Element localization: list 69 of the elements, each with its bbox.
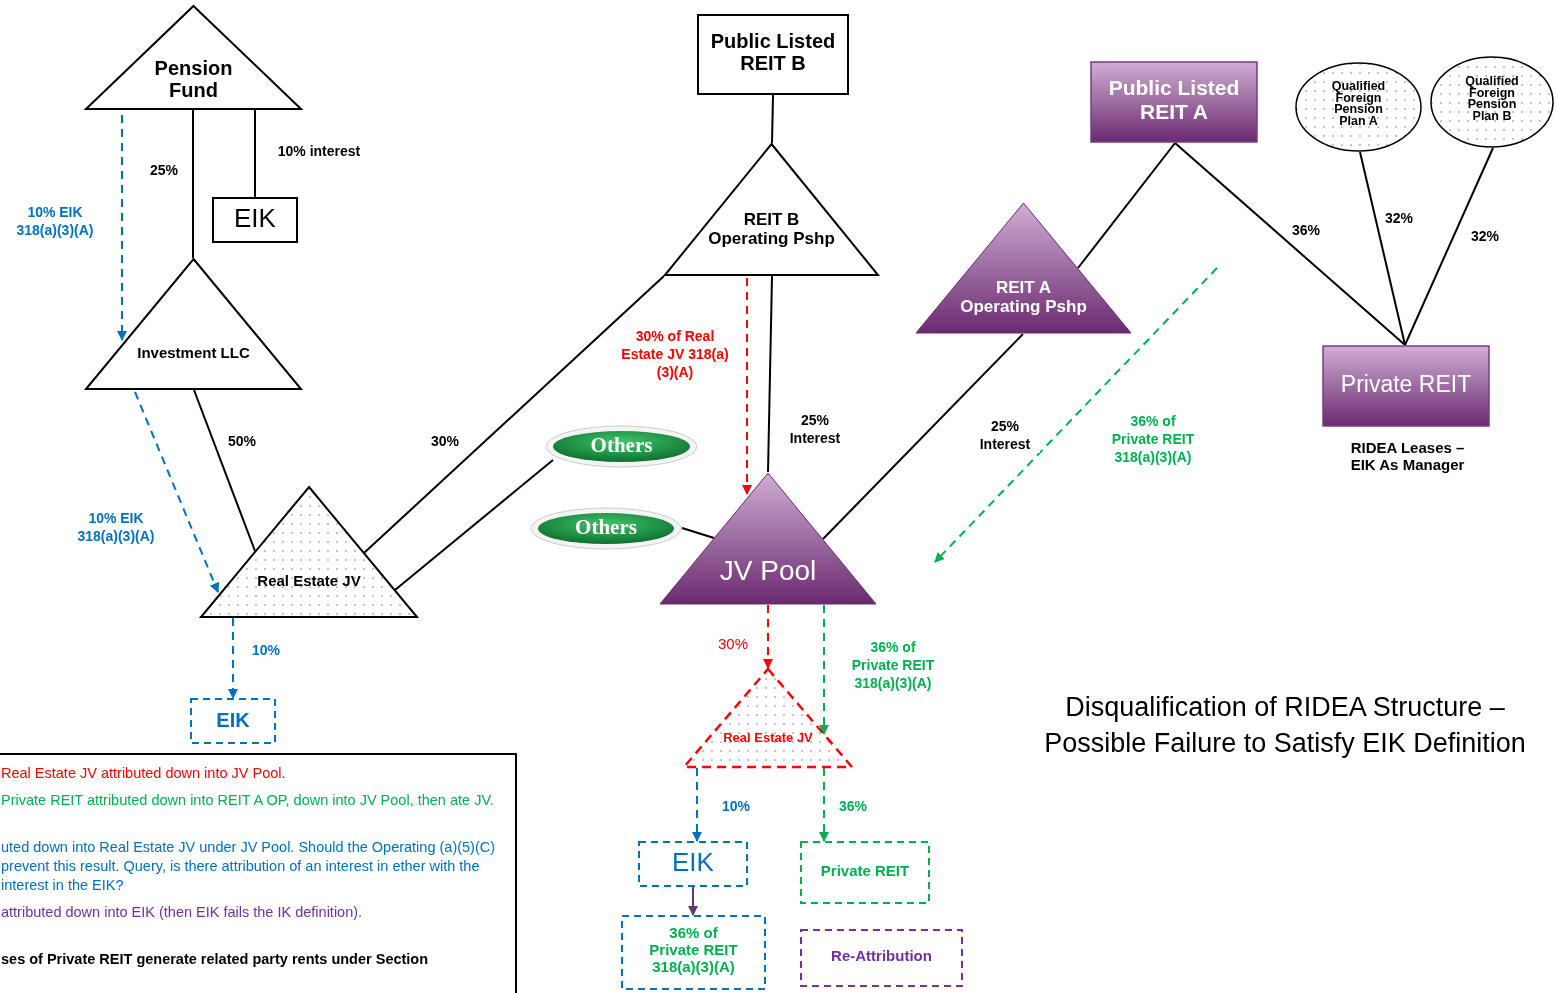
connector-line — [394, 459, 554, 591]
connector-line — [193, 389, 256, 552]
dashed-box — [621, 915, 766, 990]
triangle-shape — [200, 486, 418, 618]
arrow — [134, 391, 220, 593]
connector-line — [681, 527, 715, 539]
entity-box — [212, 197, 298, 243]
node-label: Pension Fund — [153, 57, 234, 102]
arrow — [117, 114, 127, 341]
node-label: EIK — [671, 848, 715, 878]
note-text: uted down into Real Estate JV under JV Pool. Should the Operating (a)(5)(C) prevent this result. Query, is there attribution of an interest in ether with the interest in the EIK? — [1, 838, 497, 895]
entity-box — [1090, 61, 1258, 143]
connector-line — [1174, 142, 1406, 346]
node-label: Others — [589, 434, 654, 458]
connector-line — [363, 275, 665, 554]
note-text: ses of Private REIT generate related party rents under Section — [1, 950, 430, 969]
node-label: REIT B Operating Pshp — [707, 210, 836, 249]
oval-shape — [1430, 56, 1554, 148]
entity-box — [697, 14, 849, 95]
connector-line — [771, 94, 774, 144]
triangle-shape — [915, 202, 1132, 334]
node-label: 36% of Private REIT 318(a)(3)(A) — [648, 925, 739, 976]
dashed-box — [800, 841, 930, 904]
node-label: Public Listed REIT B — [709, 30, 837, 75]
arrow — [688, 886, 698, 916]
node-label: EIK — [233, 204, 277, 234]
node-label: Investment LLC — [136, 345, 251, 362]
dashed-box — [800, 929, 963, 987]
arrow — [819, 604, 829, 735]
oval-shape — [545, 425, 698, 468]
node-label: Others — [574, 516, 638, 540]
node-label: Real Estate JV — [722, 731, 814, 746]
oval-shape — [530, 507, 682, 550]
entity-box — [1322, 345, 1490, 427]
note-text: Private REIT attributed down into REIT A OP, down into JV Pool, then ate JV. — [1, 791, 495, 810]
triangle-shape — [85, 5, 302, 110]
node-label: Qualified Foreign Pension Plan B — [1464, 76, 1520, 122]
connector-line — [1404, 147, 1494, 346]
node-label: EIK — [215, 709, 251, 732]
connector-line — [767, 275, 773, 473]
arrow — [692, 767, 702, 842]
node-label: Real Estate JV — [256, 573, 362, 590]
node-label: Re-Attribution — [830, 948, 933, 965]
connector-line — [822, 333, 1024, 540]
connector-line — [1359, 151, 1406, 346]
triangle-shape — [659, 472, 877, 605]
connector-line — [192, 109, 194, 259]
arrow — [763, 604, 773, 669]
connector-line — [1077, 142, 1176, 269]
node-caption: RIDEA Leases – EIK As Manager — [1349, 440, 1466, 474]
note-text: Real Estate JV attributed down into JV Pool. — [1, 764, 287, 783]
node-label: JV Pool — [718, 555, 818, 587]
diagram-title: Disqualification of RIDEA Structure – Possible Failure to Satisfy EIK Definition — [1043, 691, 1527, 760]
oval-shape — [1295, 62, 1422, 152]
arrow — [819, 767, 829, 842]
node-label: Public Listed REIT A — [1107, 76, 1241, 124]
note-text: attributed down into EIK (then EIK fails the IK definition). — [1, 903, 364, 922]
triangle-shape — [683, 668, 853, 768]
triangle-shape — [664, 143, 879, 276]
connector-line — [254, 109, 256, 198]
node-label: Private REIT — [1339, 372, 1473, 398]
dashed-box — [190, 698, 276, 744]
node-label: Qualified Foreign Pension Plan A — [1330, 81, 1387, 127]
node-label: REIT A Operating Pshp — [959, 278, 1088, 317]
triangle-shape — [85, 258, 302, 390]
arrow — [228, 617, 238, 699]
arrow — [742, 277, 752, 495]
node-label: Private REIT — [819, 863, 911, 880]
dashed-box — [638, 841, 748, 887]
